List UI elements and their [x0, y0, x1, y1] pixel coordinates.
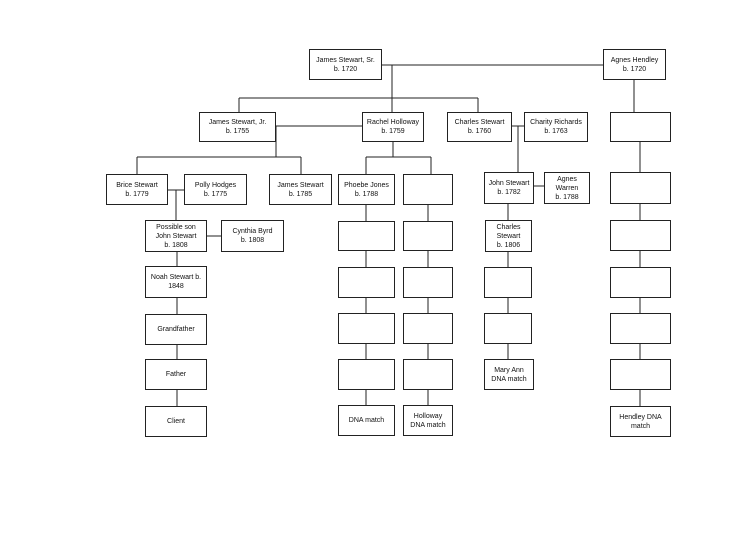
text-line-1: Mary Ann: [494, 366, 524, 374]
empty-box: [403, 174, 453, 205]
person-hendley-dna-match: Hendley DNA match: [610, 406, 671, 437]
person-charity-richards: Charity Richards b. 1763: [524, 112, 588, 142]
text-line-2: 1848: [168, 283, 184, 290]
birth-year: b. 1760: [467, 128, 492, 135]
empty-box: [403, 359, 453, 390]
person-client: Client: [145, 406, 207, 437]
role-label: Father: [165, 371, 187, 378]
text-line-2: John Stewart: [155, 232, 197, 240]
birth-year: b. 1755: [225, 128, 250, 135]
empty-box: [610, 359, 671, 390]
person-cynthia-byrd: Cynthia Byrd b. 1808: [221, 220, 284, 252]
person-charles-stewart-1806: Charles Stewart b. 1806: [485, 220, 532, 252]
empty-box: [338, 267, 395, 298]
empty-box: [338, 221, 395, 251]
person-polly-hodges: Polly Hodges b. 1775: [184, 174, 247, 205]
person-james-stewart-sr: James Stewart, Sr. b. 1720: [309, 49, 382, 80]
text-line-2: DNA match: [491, 375, 527, 383]
birth-year: b. 1806: [496, 241, 521, 249]
person-name: Charity Richards: [530, 119, 582, 126]
person-name: John Stewart: [488, 180, 530, 187]
person-dna-match: DNA match: [338, 405, 395, 436]
birth-year: b. 1775: [203, 190, 228, 198]
birth-year: b. 1788: [354, 190, 379, 198]
person-phoebe-jones: Phoebe Jones b. 1788: [338, 174, 395, 205]
empty-box: [610, 220, 671, 251]
empty-box: [610, 112, 671, 142]
person-charles-stewart: Charles Stewart b. 1760: [447, 112, 512, 142]
empty-box: [484, 267, 532, 298]
person-name: Polly Hodges: [194, 181, 237, 189]
birth-year: b. 1785: [288, 190, 313, 198]
birth-year: b. 1720: [622, 65, 647, 73]
person-name: Phoebe Jones: [344, 181, 389, 189]
person-james-stewart-jr: James Stewart, Jr. b. 1755: [199, 112, 276, 142]
name-line-2: Stewart: [496, 232, 521, 240]
person-possible-son-john-stewart: Possible son John Stewart b. 1808: [145, 220, 207, 252]
person-name: James Stewart: [277, 181, 324, 189]
empty-box: [338, 359, 395, 390]
text-line-2: DNA match: [410, 421, 446, 429]
empty-box: [338, 313, 395, 344]
birth-year: b. 1808: [240, 237, 265, 244]
person-name: James Stewart, Sr.: [316, 56, 375, 64]
person-name: Rachel Holloway: [366, 119, 420, 126]
text-line-1: Possible son: [156, 223, 196, 231]
birth-year: b. 1759: [381, 128, 405, 135]
role-label: Client: [167, 418, 185, 425]
birth-year: b. 1782: [497, 189, 521, 196]
person-rachel-holloway: Rachel Holloway b. 1759: [362, 112, 424, 142]
name-line-2: Warren: [555, 184, 579, 192]
empty-box: [403, 267, 453, 298]
text-line-2: match: [630, 422, 651, 430]
text-line-1: Noah Stewart b.: [150, 274, 202, 281]
role-label: DNA match: [348, 417, 385, 424]
person-james-stewart-1785: James Stewart b. 1785: [269, 174, 332, 205]
person-father: Father: [145, 359, 207, 390]
empty-box: [403, 313, 453, 344]
person-john-stewart-1782: John Stewart b. 1782: [484, 172, 534, 204]
person-brice-stewart: Brice Stewart b. 1779: [106, 174, 168, 205]
empty-box: [610, 172, 671, 204]
person-agnes-hendley: Agnes Hendley b. 1720: [603, 49, 666, 80]
birth-year: b. 1779: [125, 190, 149, 198]
empty-box: [610, 267, 671, 298]
person-holloway-dna-match: Holloway DNA match: [403, 405, 453, 436]
birth-year: b. 1763: [544, 128, 568, 135]
person-name: Agnes Hendley: [610, 56, 659, 64]
empty-box: [610, 313, 671, 344]
person-agnes-warren: Agnes Warren b. 1788: [544, 172, 590, 204]
birth-year: b. 1808: [164, 241, 188, 249]
text-line-1: Hendley DNA: [619, 413, 662, 421]
empty-box: [403, 221, 453, 251]
name-line-1: Charles: [496, 223, 521, 231]
birth-year: b. 1720: [333, 65, 358, 73]
empty-box: [484, 313, 532, 344]
person-grandfather: Grandfather: [145, 314, 207, 345]
connector-lines: [136, 64, 641, 406]
text-line-1: Holloway: [413, 412, 443, 420]
role-label: Grandfather: [157, 326, 195, 333]
person-mary-ann-dna-match: Mary Ann DNA match: [484, 359, 534, 390]
person-noah-stewart: Noah Stewart b. 1848: [145, 266, 207, 298]
person-name: Brice Stewart: [116, 181, 158, 189]
birth-year: b. 1788: [555, 193, 579, 201]
name-line-1: Agnes: [557, 175, 577, 183]
person-name: James Stewart, Jr.: [208, 119, 267, 126]
person-name: Charles Stewart: [454, 119, 505, 126]
person-name: Cynthia Byrd: [232, 228, 273, 235]
